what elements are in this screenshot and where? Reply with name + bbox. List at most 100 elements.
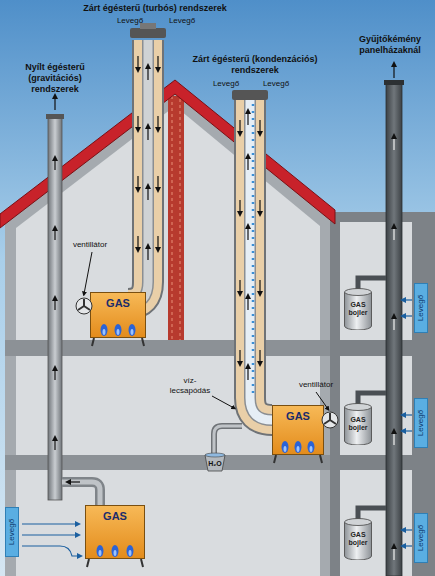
water-droplets — [252, 104, 255, 396]
coaxial-pipe — [250, 100, 272, 420]
system-heading: Nyílt égésterű (gravitációs) rendszerek — [5, 62, 105, 94]
pipe-cap — [130, 28, 166, 38]
node-text: GAS — [103, 510, 127, 522]
gas-bojler-cylinder: GAS bojler — [344, 288, 372, 330]
inner-flue — [128, 40, 148, 304]
air-arrow — [403, 299, 412, 300]
bucket-body — [205, 455, 225, 471]
flow-arrow — [147, 66, 148, 80]
condensate-bucket: H₂O — [204, 452, 226, 472]
flow-arrow — [247, 226, 248, 240]
air-arrow — [22, 534, 78, 535]
flame — [308, 441, 315, 453]
fan-symbol — [76, 298, 92, 314]
flow-arrow — [247, 111, 248, 125]
flue-connector — [62, 482, 100, 505]
pipe-cap — [232, 90, 268, 100]
flow-arrow — [147, 126, 148, 140]
flame-core — [114, 550, 117, 556]
fan-symbol — [322, 412, 338, 428]
flame — [129, 324, 136, 336]
node-text: GAS — [106, 297, 130, 309]
flow-arrow — [393, 136, 394, 150]
leader-arrow — [84, 252, 92, 294]
gas-boiler: GAS — [272, 405, 324, 455]
condensate-drain — [214, 426, 242, 454]
air-arrow — [137, 236, 138, 250]
part-label: Levegő — [164, 16, 200, 26]
flow-arrow — [54, 96, 55, 110]
brick-texture — [179, 99, 181, 340]
flue-connector — [358, 278, 386, 290]
flow-arrow — [393, 316, 394, 330]
air-arrow — [259, 120, 260, 134]
boiler-legs — [274, 455, 322, 463]
fan-blades — [78, 299, 90, 310]
flame-core — [129, 550, 132, 556]
flue-connector — [358, 508, 386, 520]
cylinder-body — [345, 407, 372, 445]
air-arrow — [403, 529, 412, 530]
flow-arrow — [393, 226, 394, 240]
inner-flue — [250, 100, 272, 420]
air-arrow — [239, 120, 240, 134]
coaxial-pipe — [128, 40, 148, 304]
flame — [97, 545, 104, 557]
part-label: Levegő — [258, 79, 294, 89]
coaxial-pipe — [128, 40, 148, 304]
air-arrow — [157, 56, 158, 70]
air-arrow — [239, 200, 240, 214]
flame — [101, 324, 108, 336]
flow-arrow — [54, 368, 55, 380]
gas-boiler: GAS — [85, 505, 145, 559]
flame — [115, 324, 122, 336]
air-inlet-label: Levegő — [5, 507, 19, 557]
flue-connector — [358, 393, 386, 405]
house-wall — [5, 92, 330, 576]
part-label: víz- lecsapódás — [166, 376, 214, 395]
flame — [127, 545, 134, 557]
flame-core — [131, 329, 134, 335]
flame — [295, 441, 302, 453]
air-arrow — [259, 280, 260, 294]
system-heading: Zárt égésterű (turbós) rendszerek — [55, 3, 255, 14]
flow-arrow — [247, 366, 248, 380]
air-arrow — [157, 176, 158, 190]
part-label: ventillátor — [288, 380, 344, 390]
air-arrow — [403, 545, 412, 546]
flow-arrow — [247, 296, 248, 310]
flow-arrow — [393, 546, 394, 560]
brick-texture — [171, 96, 173, 340]
gas-bojler-cylinder: GAS bojler — [344, 518, 372, 560]
bucket-water — [205, 453, 225, 457]
cylinder-body — [345, 522, 372, 560]
air-arrow — [137, 176, 138, 190]
flow-arrow — [54, 298, 55, 310]
air-arrow — [239, 350, 240, 364]
flow-arrow — [54, 158, 55, 170]
node-text: H₂O — [208, 460, 222, 468]
flow-arrow — [393, 64, 394, 78]
air-inlet-label: Levegő — [414, 513, 428, 563]
air-arrow — [403, 430, 412, 431]
open-chimney-pipe — [48, 118, 62, 500]
air-arrow — [137, 56, 138, 70]
flame-core — [310, 446, 313, 452]
air-arrow — [22, 546, 80, 556]
flame — [282, 441, 289, 453]
flame-core — [103, 329, 106, 335]
air-inlet-label: Levegő — [414, 398, 428, 448]
node-text: GAS bojler — [344, 531, 372, 547]
part-label: Levegő — [208, 79, 244, 89]
brick-chimney — [168, 96, 184, 340]
flame-core — [297, 446, 300, 452]
node-text: GAS — [286, 410, 310, 422]
flow-arrow — [247, 156, 248, 170]
flow-arrow — [68, 481, 80, 482]
flame-core — [284, 446, 287, 452]
flue-connector — [62, 482, 100, 505]
inner-flue — [250, 100, 272, 420]
